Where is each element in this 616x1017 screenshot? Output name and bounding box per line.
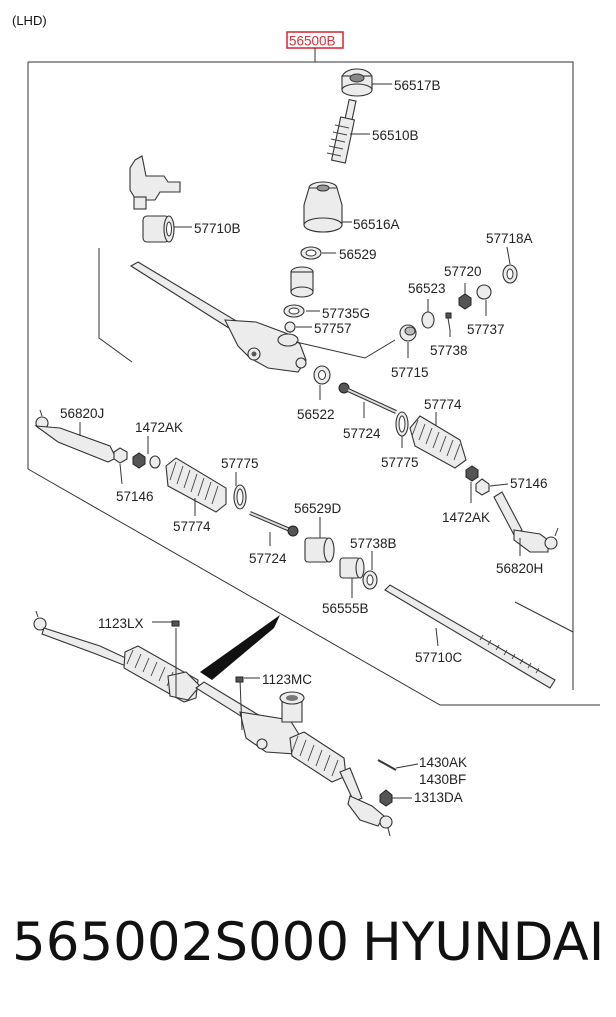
nut-57720 [458, 293, 472, 310]
inner-tie-rod-right [338, 382, 397, 414]
label-57775-left[interactable]: 57775 [221, 456, 259, 471]
tie-rod-end-56820H [493, 491, 559, 553]
leader-57715 [295, 339, 396, 359]
nut-1472AK-right [465, 465, 479, 482]
label-57738[interactable]: 57738 [430, 343, 468, 358]
boot-57774-left [165, 457, 227, 513]
label-57715[interactable]: 57715 [391, 365, 429, 380]
label-57735G[interactable]: 57735G [322, 306, 370, 321]
ring-57738B [362, 570, 378, 590]
label-57775-right[interactable]: 57775 [381, 455, 419, 470]
leader-lines [79, 83, 521, 799]
bushing-56529D [304, 537, 335, 563]
nut-57146-right [475, 478, 490, 496]
label-1123LX[interactable]: 1123LX [98, 616, 144, 631]
label-57710B[interactable]: 57710B [194, 221, 241, 236]
plug-56523 [421, 311, 435, 329]
label-56820J[interactable]: 56820J [60, 406, 104, 421]
bushing-56555B [339, 557, 365, 579]
variant-label: (LHD) [12, 13, 47, 28]
label-1472AK-right[interactable]: 1472AK [442, 510, 490, 525]
ring-57737 [476, 284, 492, 300]
mounting-bracket [129, 155, 181, 210]
label-56529D[interactable]: 56529D [294, 501, 342, 516]
bolt-1123LX [171, 620, 180, 627]
nut-1472AK-left [132, 452, 161, 469]
pin-1430AK [377, 759, 397, 771]
pinion-bearing-56516A [303, 181, 343, 233]
footer-part-number: 565002S000 [12, 912, 349, 973]
tie-rod-end-56820J [34, 409, 117, 463]
seal-56522 [313, 365, 331, 385]
label-56510B[interactable]: 56510B [372, 128, 419, 143]
label-57718A[interactable]: 57718A [486, 231, 533, 246]
bolt-57738 [445, 312, 452, 331]
label-56522[interactable]: 56522 [297, 407, 335, 422]
nut-1313DA [379, 789, 393, 807]
washer-56529 [300, 246, 322, 260]
nut-57146-left [113, 447, 128, 464]
pinion-shaft-56510B [326, 98, 357, 164]
label-1313DA[interactable]: 1313DA [414, 790, 463, 805]
label-57737[interactable]: 57737 [467, 322, 505, 337]
assembly-pointer-arrow [200, 615, 280, 680]
subframe-right [514, 601, 574, 633]
pinion-seal-56517B [341, 68, 373, 97]
label-56523[interactable]: 56523 [408, 281, 446, 296]
boot-57774-right [409, 415, 467, 469]
bolt-1123MC [235, 676, 244, 683]
assembled-steering-gear [33, 610, 393, 837]
cap-57715 [399, 324, 417, 342]
rack-housing-upper [129, 261, 307, 373]
label-1123MC[interactable]: 1123MC [262, 672, 312, 687]
inner-tie-rod-left [249, 511, 299, 537]
subframe-left [98, 248, 133, 363]
label-57774-left[interactable]: 57774 [173, 519, 211, 534]
label-1430BF[interactable]: 1430BF [419, 772, 466, 787]
label-1430AK[interactable]: 1430AK [419, 755, 467, 770]
frame-diagonal [27, 468, 600, 706]
spring-57718A [502, 264, 518, 284]
label-57710C[interactable]: 57710C [415, 650, 463, 665]
footer-brand: HYUNDAI [362, 912, 604, 973]
frame-top-right [28, 61, 574, 690]
label-56820H[interactable]: 56820H [496, 561, 543, 576]
rack-57710C [384, 584, 556, 689]
label-56517B[interactable]: 56517B [394, 78, 441, 93]
yoke-ring [283, 304, 305, 318]
label-57724-left[interactable]: 57724 [249, 551, 287, 566]
label-56529[interactable]: 56529 [339, 247, 377, 262]
label-57757[interactable]: 57757 [314, 321, 352, 336]
label-57724-right[interactable]: 57724 [343, 426, 381, 441]
clamp-57775-right [395, 411, 409, 437]
assembly-number[interactable]: 56500B [289, 34, 336, 49]
label-57738B[interactable]: 57738B [350, 536, 397, 551]
bushing-57710B [142, 215, 175, 243]
yoke-plug-57735G [290, 266, 314, 298]
label-57146-right[interactable]: 57146 [510, 476, 548, 491]
nut-57757 [284, 321, 296, 333]
label-1472AK-left[interactable]: 1472AK [135, 420, 183, 435]
label-57774-right[interactable]: 57774 [424, 397, 462, 412]
label-56555B[interactable]: 56555B [322, 601, 369, 616]
clamp-57775-left [233, 484, 247, 510]
label-57146-left[interactable]: 57146 [116, 489, 154, 504]
label-56516A[interactable]: 56516A [353, 217, 400, 232]
label-57720[interactable]: 57720 [444, 264, 482, 279]
